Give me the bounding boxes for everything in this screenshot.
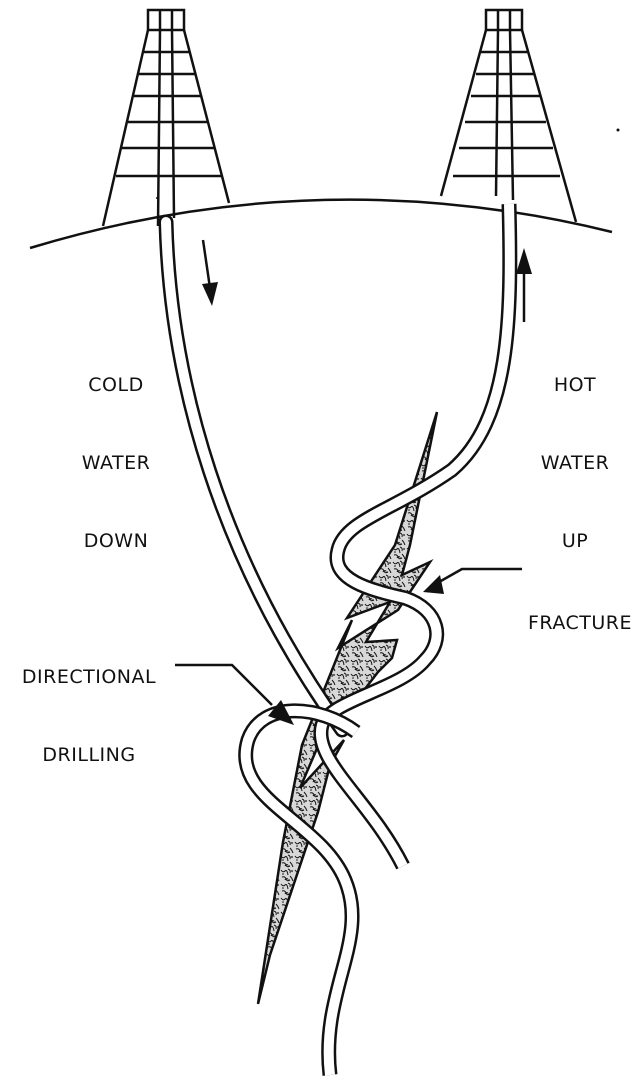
hot-label-line: UP — [525, 528, 625, 554]
cold-water-down-label: COLD WATER DOWN — [60, 320, 172, 580]
fracture-label-text: FRACTURE — [528, 610, 638, 636]
fracture-label: FRACTURE — [528, 558, 638, 662]
scan-dot — [617, 129, 620, 132]
directional-drilling-leader-arrow — [175, 665, 294, 725]
hot-label-line: HOT — [525, 372, 625, 398]
cold-water-well — [166, 222, 342, 730]
hot-label-line: WATER — [525, 450, 625, 476]
fracture-leader-arrow — [423, 569, 522, 594]
ground-surface — [30, 200, 612, 248]
cold-label-line: WATER — [60, 450, 172, 476]
directional-label-line: DIRECTIONAL — [4, 664, 174, 690]
down-arrow-icon — [202, 240, 218, 306]
directional-label-line: DRILLING — [4, 742, 174, 768]
cold-label-line: COLD — [60, 372, 172, 398]
up-arrow-icon — [516, 248, 532, 322]
right-derrick — [441, 10, 576, 222]
scan-dot — [156, 197, 158, 199]
left-derrick — [103, 10, 229, 226]
directional-drilling-label: DIRECTIONAL DRILLING — [4, 612, 174, 794]
hot-water-well — [321, 204, 510, 866]
cold-label-line: DOWN — [60, 528, 172, 554]
hot-water-up-label: HOT WATER UP — [525, 320, 625, 580]
